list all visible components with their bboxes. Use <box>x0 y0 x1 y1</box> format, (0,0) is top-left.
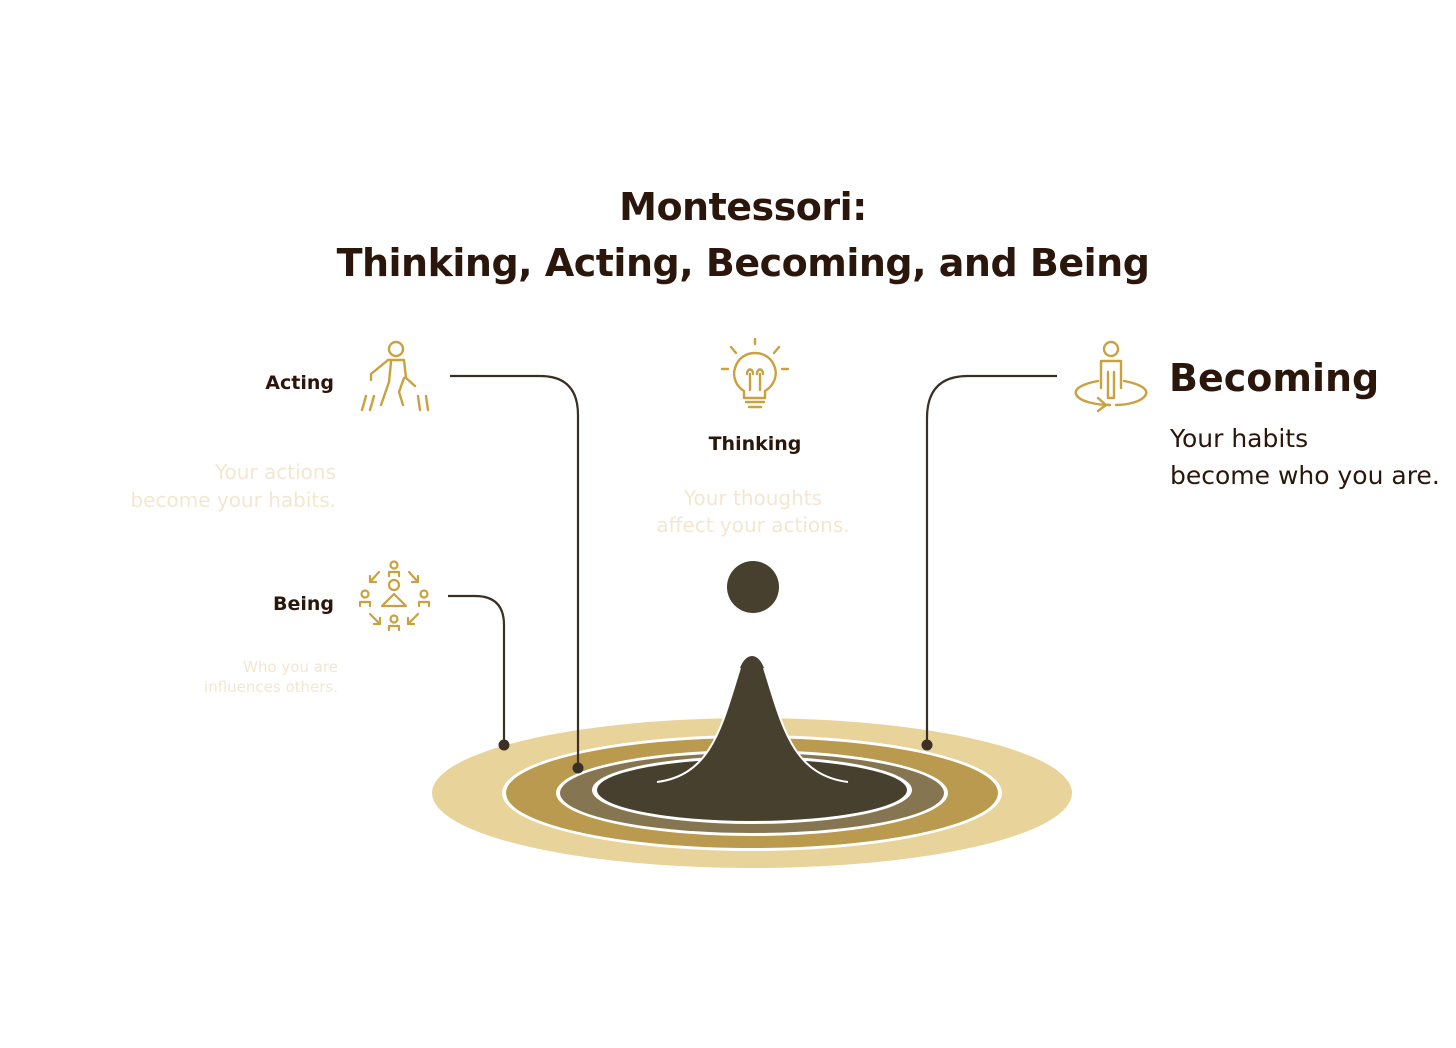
becoming-label: Becoming <box>1169 356 1380 400</box>
splash-highlight <box>656 667 849 783</box>
acting-connector-dot <box>572 762 584 774</box>
acting-label: Acting <box>265 372 334 394</box>
becoming-connector-dot <box>921 739 933 751</box>
walking-person-icon <box>360 340 430 412</box>
falling-drop <box>727 561 779 613</box>
thinking-description: Your thoughts affect your actions. <box>628 485 878 539</box>
being-connector <box>448 594 506 745</box>
community-arrows-icon <box>358 560 431 632</box>
thinking-label: Thinking <box>708 433 802 455</box>
being-desc-line-2: influences others. <box>204 678 338 697</box>
being-desc-line-1: Who you are <box>243 658 338 676</box>
connector-lines <box>448 374 1057 768</box>
becoming-description: Your habits become who you are. <box>1170 420 1440 494</box>
title-line-1: Montessori: <box>619 185 867 229</box>
being-connector-dot <box>498 739 510 751</box>
thinking-desc-line-1: Your thoughts <box>683 486 823 510</box>
thinking-desc-line-2: affect your actions. <box>656 513 850 537</box>
lightbulb-icon <box>720 337 790 409</box>
splash-peak <box>657 656 848 792</box>
being-description: Who you are influences others. <box>204 657 338 698</box>
acting-description: Your actions become your habits. <box>130 458 336 514</box>
becoming-desc-line-2: become who you are. <box>1170 461 1440 490</box>
acting-connector <box>450 374 580 768</box>
acting-desc-line-1: Your actions <box>214 460 336 484</box>
becoming-connector <box>925 374 1057 745</box>
ripple-rings <box>432 718 1072 868</box>
being-label: Being <box>272 593 334 615</box>
title-line-2: Thinking, Acting, Becoming, and Being <box>336 241 1150 285</box>
acting-desc-line-2: become your habits. <box>130 488 336 512</box>
becoming-desc-line-1: Your habits <box>1170 424 1309 453</box>
person-rotation-icon <box>1074 340 1148 413</box>
